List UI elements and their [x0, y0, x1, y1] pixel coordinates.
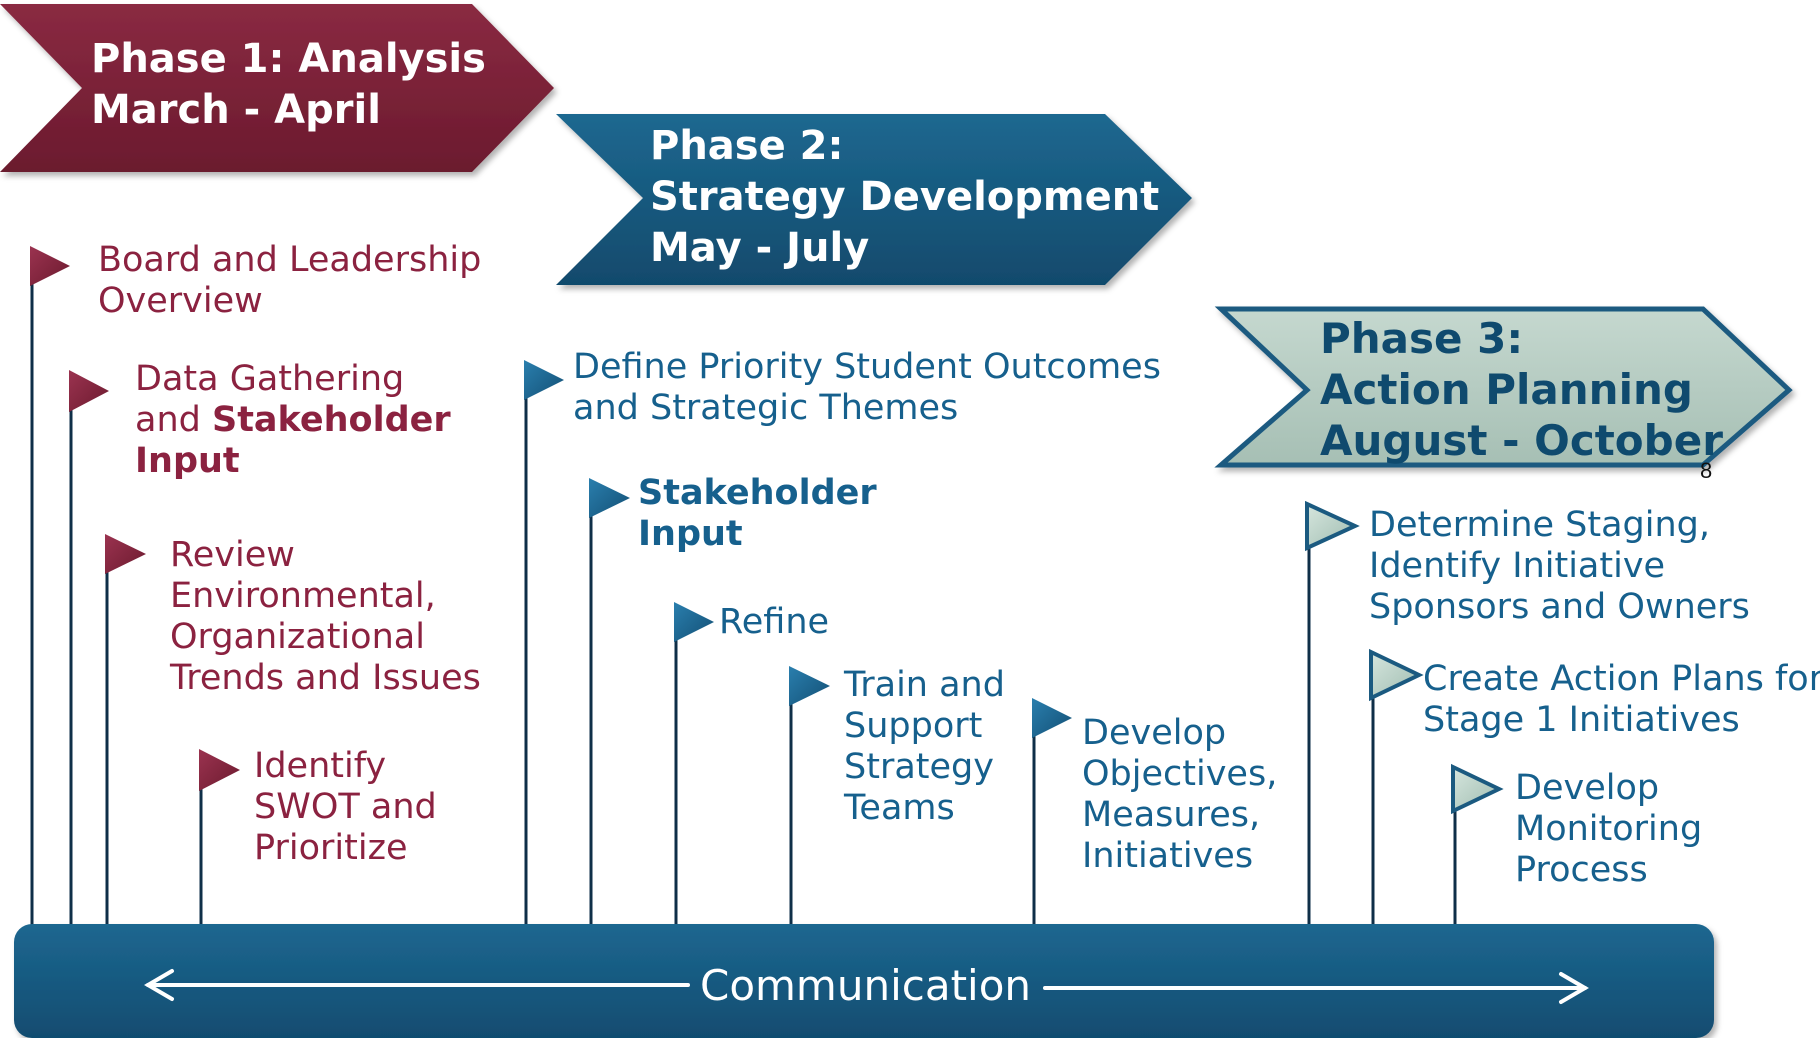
step-text: Data Gathering — [135, 359, 405, 399]
phase-3-title: Phase 3: — [1320, 314, 1524, 363]
step-text: Monitoring — [1515, 809, 1703, 849]
step-data-gathering: Data Gathering and Stakeholder Input — [135, 359, 451, 482]
step-create-action-plans: Create Action Plans for Stage 1 Initiati… — [1423, 659, 1820, 741]
flags — [30, 246, 1504, 815]
step-develop-monitoring: Develop Monitoring Process — [1515, 768, 1702, 891]
phase-3-dates: August - October — [1320, 416, 1723, 465]
flag-icon — [30, 246, 70, 286]
step-text: Process — [1515, 850, 1648, 890]
step-text: Organizational — [170, 617, 425, 657]
step-text: and Strategic Themes — [573, 388, 959, 428]
step-text: Measures, — [1082, 795, 1261, 835]
phase-1-dates: March - April — [91, 87, 381, 133]
step-refine: Refine — [719, 602, 829, 643]
phase-1-chevron — [0, 4, 554, 172]
flag-icon — [1451, 763, 1504, 815]
flag-icon — [1032, 698, 1072, 738]
phase-2-title: Phase 2: — [650, 123, 844, 169]
step-board-leadership: Board and Leadership Overview — [98, 240, 481, 322]
step-text: Board and Leadership — [98, 240, 482, 280]
phase-2-name: Strategy Development — [650, 174, 1160, 220]
phase-3-chevron — [1214, 306, 1793, 468]
step-review-environmental: Review Environmental, Organizational Tre… — [170, 535, 481, 699]
flag-icon — [789, 666, 830, 706]
step-identify-swot: Identify SWOT and Prioritize — [254, 746, 437, 869]
step-stakeholder-input: Stakeholder Input — [638, 473, 877, 555]
communication-bar — [14, 924, 1714, 1038]
step-text: Define Priority Student Outcomes — [573, 347, 1161, 387]
step-text: Prioritize — [254, 828, 408, 868]
phase-2-dates: May - July — [650, 225, 870, 271]
flag-poles — [30, 248, 1457, 926]
step-text: Develop — [1515, 768, 1660, 808]
flag-icon — [1305, 500, 1360, 552]
step-text: Input — [135, 441, 240, 481]
step-text: Input — [638, 514, 743, 554]
step-text: SWOT and — [254, 787, 437, 827]
step-text: Strategy — [844, 747, 994, 787]
phase-1-title: Phase 1: Analysis — [91, 36, 486, 82]
step-train-support: Train and Support Strategy Teams — [844, 665, 1005, 829]
phase-2-label: Phase 2: Strategy Development May - July — [650, 121, 1159, 274]
step-text: Stakeholder — [638, 473, 877, 513]
step-text: Train and — [844, 665, 1005, 705]
step-define-priority: Define Priority Student Outcomes and Str… — [573, 347, 1161, 429]
step-text: Objectives, — [1082, 754, 1278, 794]
step-text: Environmental, — [170, 576, 436, 616]
flag-icon — [674, 602, 714, 642]
step-text: Determine Staging, — [1369, 505, 1711, 545]
step-text: Identify Initiative — [1369, 546, 1666, 586]
flag-icon — [1369, 648, 1424, 702]
flag-icon — [69, 370, 109, 412]
phase-3-label: Phase 3: Action Planning August - Octobe… — [1320, 313, 1723, 466]
step-text: Refine — [719, 602, 830, 642]
step-text: Stage 1 Initiatives — [1423, 700, 1740, 740]
flag-icon — [589, 478, 630, 518]
step-text: Support — [844, 706, 983, 746]
step-text-bold: Stakeholder — [211, 400, 451, 440]
double-arrow-icon — [144, 969, 1589, 1004]
step-text: Trends and Issues — [170, 658, 481, 698]
flag-icon — [105, 534, 146, 574]
step-text-prefix: and — [135, 400, 212, 440]
page-number: 8 — [1700, 458, 1713, 483]
flag-icon — [524, 360, 564, 400]
step-text: and Stakeholder — [135, 400, 451, 441]
phase-2-chevron — [556, 114, 1192, 285]
communication-label: Communication — [700, 961, 1032, 1010]
flag-icon — [199, 749, 240, 791]
step-text: Initiatives — [1082, 836, 1254, 876]
step-text: Review — [170, 535, 295, 575]
step-text: Identify — [254, 746, 387, 786]
step-text: Teams — [844, 788, 955, 828]
step-text: Develop — [1082, 713, 1227, 753]
step-text: Overview — [98, 281, 263, 321]
phase-3-name: Action Planning — [1320, 365, 1693, 414]
step-text: Create Action Plans for — [1423, 659, 1820, 699]
step-develop-objectives: Develop Objectives, Measures, Initiative… — [1082, 713, 1277, 877]
step-determine-staging: Determine Staging, Identify Initiative S… — [1369, 505, 1750, 628]
phase-1-label: Phase 1: Analysis March - April — [91, 34, 486, 136]
step-text: Sponsors and Owners — [1369, 587, 1750, 627]
